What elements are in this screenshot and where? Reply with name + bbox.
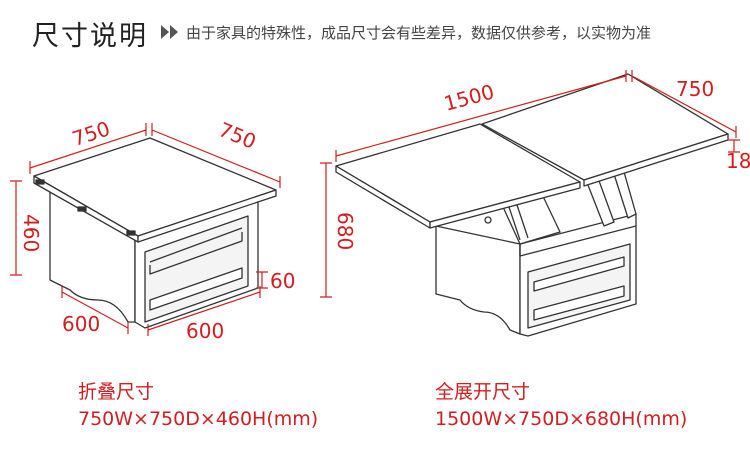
unfolded-thickness-label: 18	[726, 149, 750, 173]
unfolded-table	[335, 73, 729, 337]
unfolded-length-label: 1500	[441, 79, 496, 115]
folded-width-top-label: 750	[69, 116, 113, 151]
folded-height-label: 460	[19, 214, 43, 252]
folded-dimension-labels: 750 750 460 60 600 600	[19, 116, 295, 343]
folded-depth-bottom-label: 600	[186, 319, 224, 343]
unfolded-caption-size: 1500W×750D×680H(mm)	[435, 408, 688, 430]
disclaimer-note: 由于家具的特殊性，成品尺寸会有些差异，数据仅供参考，以实物为准	[186, 24, 652, 42]
folded-depth-top-label: 750	[215, 117, 259, 154]
folded-width-bottom-label: 600	[62, 312, 100, 336]
unfolded-dimension-labels: 1500 750 18 680	[333, 77, 750, 250]
folded-caption: 折叠尺寸 750W×750D×460H(mm)	[78, 377, 318, 430]
folded-shelf-label: 60	[270, 269, 295, 293]
folded-dimension-lines	[10, 123, 281, 336]
unfolded-height-label: 680	[333, 212, 357, 250]
header: 尺寸说明 由于家具的特殊性，成品尺寸会有些差异，数据仅供参考，以实物为准	[0, 0, 750, 60]
unfolded-dimension-lines	[320, 70, 740, 298]
folded-caption-title: 折叠尺寸	[78, 381, 155, 403]
page-title: 尺寸说明	[32, 21, 148, 52]
unfolded-caption-title: 全展开尺寸	[435, 381, 531, 403]
unfolded-depth-label: 750	[676, 77, 714, 101]
folded-caption-size: 750W×750D×460H(mm)	[78, 408, 319, 430]
double-chevron-right-icon	[161, 25, 178, 39]
folded-table	[33, 137, 277, 329]
unfolded-caption: 全展开尺寸 1500W×750D×680H(mm)	[435, 377, 687, 430]
